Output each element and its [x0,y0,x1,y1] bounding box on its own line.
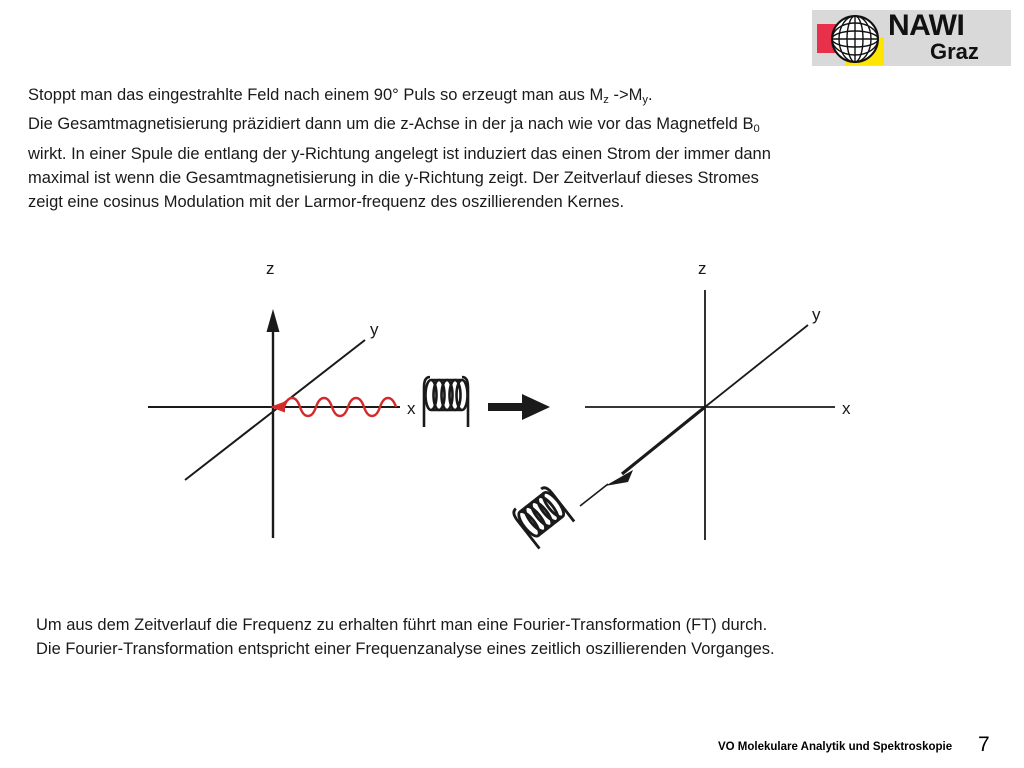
nawi-graz-logo: NAWI Graz [812,10,1011,66]
logo-graz-text: Graz [930,39,979,64]
right-axis-y-line [704,324,809,408]
left-axis-z-label: z [266,259,275,278]
intro-line-2-a: Die Gesamtmagnetisierung präzidiert dann… [28,115,754,134]
logo-nawi-text: NAWI [888,10,965,42]
transition-arrow [488,394,550,420]
intro-line-1-sub-y: y [642,94,648,107]
right-diagram: z x y [512,259,851,550]
magnetization-vector-line [620,405,707,476]
intro-line-1: Stoppt man das eingestrahlte Feld nach e… [28,83,958,112]
intro-line-1-a: Stoppt man das eingestrahlte Feld nach e… [28,86,604,104]
footer-course-title: VO Molekulare Analytik und Spektroskopie [718,741,953,753]
rf-pulse-wave [282,396,398,418]
intro-line-3: wirkt. In einer Spule die entlang der y-… [28,144,771,163]
left-axis-z-arrowhead [266,309,280,332]
rf-pulse-arrowhead [270,401,285,413]
right-axis-z-label: z [698,259,707,278]
left-diagram: z x y [148,259,470,538]
globe-icon [831,15,879,63]
coil-horizontal-icon [422,375,470,427]
left-axis-y-line [184,339,366,481]
intro-line-5: zeigt eine cosinus Modulation mit der La… [28,193,625,212]
intro-paragraph: Stoppt man das eingestrahlte Feld nach e… [28,83,958,215]
intro-line-2: Die Gesamtmagnetisierung präzidiert dann… [28,112,958,141]
logo-wordmark: NAWI Graz [888,10,1011,66]
left-axis-x-label: x [407,399,416,418]
right-axis-x-label: x [842,399,851,418]
conclusion-line-1: Um aus dem Zeitverlauf die Frequenz zu e… [36,616,768,634]
intro-line-4: maximal ist wenn die Gesamtmagnetisierun… [28,169,759,188]
intro-line-2-sub-0: 0 [753,123,760,136]
conclusion-paragraph: Um aus dem Zeitverlauf die Frequenz zu e… [36,613,956,662]
magnetization-vector-tail [579,483,609,507]
page-number: 7 [978,733,990,756]
intro-line-1-sub-z: z [603,94,609,107]
left-axis-y-label: y [370,320,379,339]
intro-line-1-c: . [647,86,653,104]
right-axis-y-label: y [812,305,821,324]
magnetization-vector-arrowhead [605,470,633,486]
coil-rotated-icon [512,486,576,550]
intro-line-1-b: ->M [608,86,643,104]
nmr-precession-figure: z x y z x [148,259,851,550]
conclusion-line-2: Die Fourier-Transformation entspricht ei… [36,640,775,659]
